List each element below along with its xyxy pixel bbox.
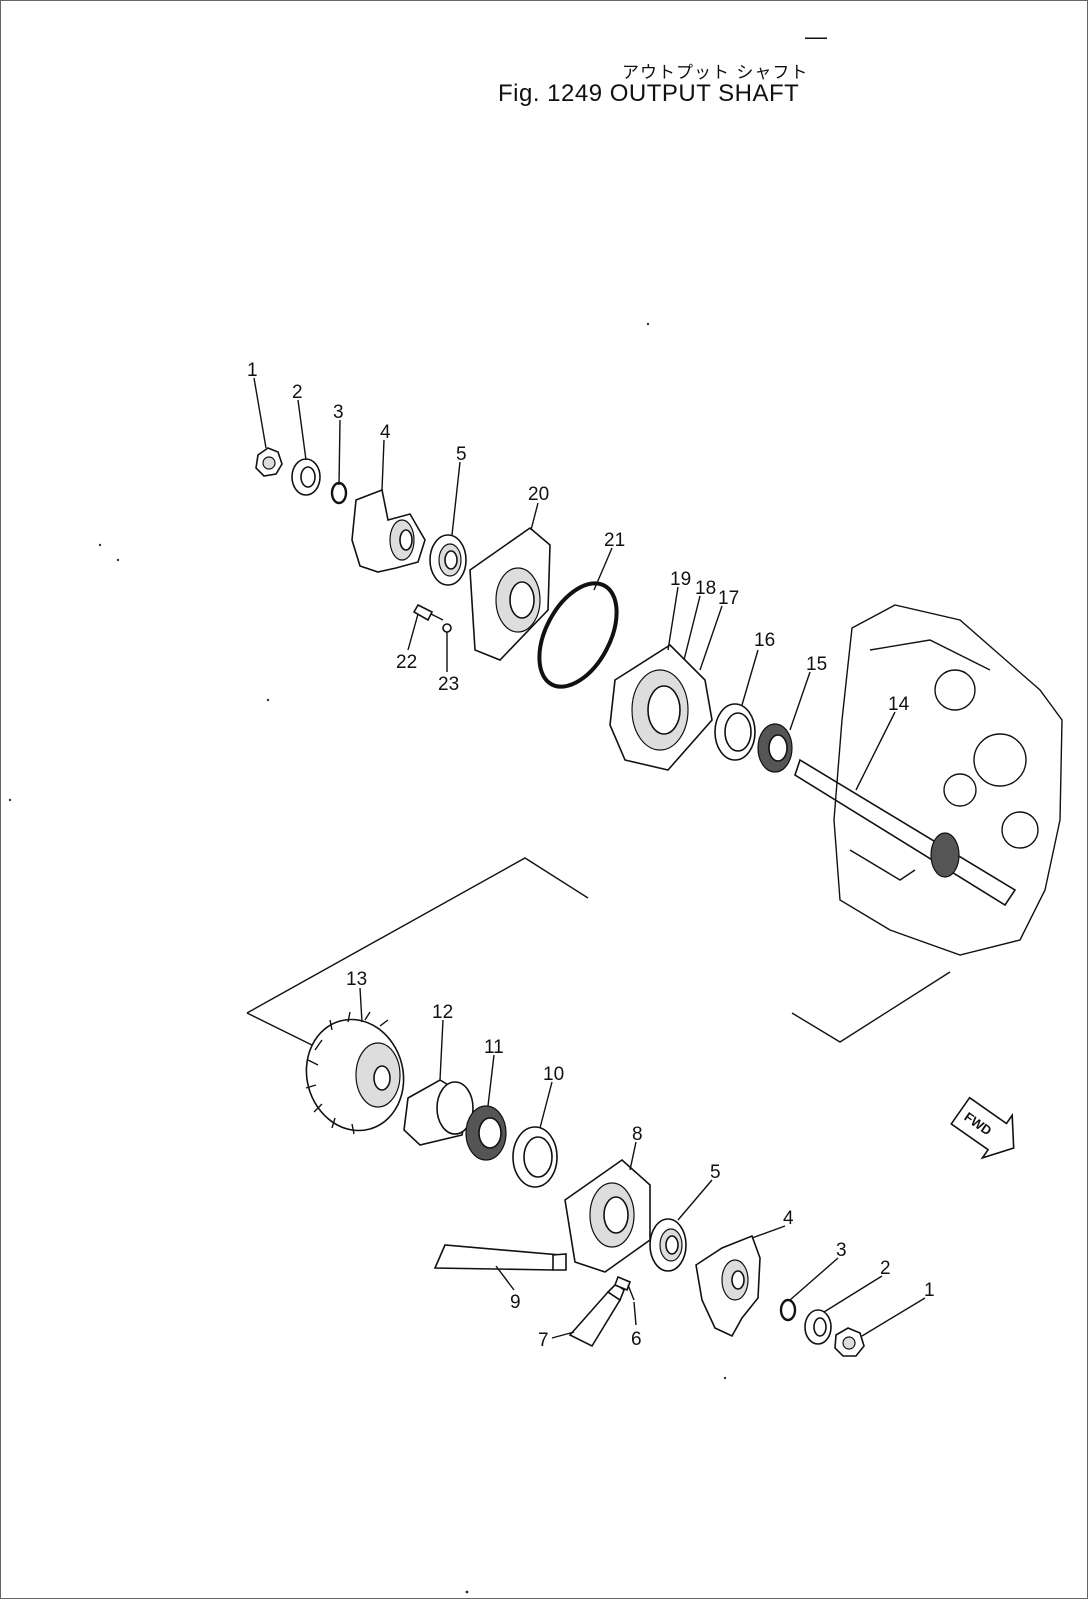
part-11-bearing — [465, 1105, 507, 1161]
part-2-washer-lower — [804, 1309, 832, 1345]
callout-4-lower: 4 — [783, 1208, 794, 1229]
callout-2-lower: 2 — [880, 1258, 891, 1279]
callout-15: 15 — [806, 654, 827, 675]
callout-17: 17 — [718, 588, 739, 609]
leader-22 — [407, 613, 419, 651]
part-21-o-ring — [537, 581, 619, 689]
callout-4-upper: 4 — [380, 422, 391, 443]
scan-specks — [8, 322, 727, 1594]
callout-14: 14 — [888, 694, 910, 715]
part-1-nut-upper — [255, 447, 283, 477]
callout-6: 6 — [631, 1329, 642, 1350]
part-6-bolt — [613, 1275, 635, 1301]
callout-18: 18 — [695, 578, 716, 599]
part-20-cover — [469, 526, 551, 661]
callout-11: 11 — [484, 1037, 504, 1058]
part-19-18-17-retainer — [609, 643, 713, 771]
part-14-output-shaft — [794, 758, 1017, 907]
callout-1-lower: 1 — [924, 1280, 935, 1301]
part-1-nut-lower — [834, 1327, 865, 1357]
part-4-coupling-lower — [695, 1234, 761, 1338]
figure-title-english: Fig. 1249 OUTPUT SHAFT — [498, 80, 800, 107]
callout-3-lower: 3 — [836, 1240, 847, 1261]
part-10-bearing-cup — [512, 1126, 558, 1188]
fwd-arrow-icon: FWD — [950, 1096, 1015, 1160]
callout-12: 12 — [432, 1002, 453, 1023]
callout-13: 13 — [346, 969, 367, 990]
transmission-housing — [833, 604, 1063, 956]
lower-leader-lines — [359, 987, 926, 1339]
part-5-seal-upper — [429, 534, 467, 586]
part-23-washer — [442, 623, 452, 633]
callout-1-upper: 1 — [247, 360, 258, 381]
page-mark: — — [805, 24, 827, 49]
part-13-gear — [305, 1011, 405, 1135]
part-7-sealant — [568, 1282, 625, 1348]
callout-3-upper: 3 — [333, 402, 344, 423]
part-8-cage — [564, 1158, 651, 1273]
callout-20: 20 — [528, 484, 549, 505]
part-4-coupling-upper — [351, 488, 426, 573]
callout-5-lower: 5 — [710, 1162, 721, 1183]
callout-7: 7 — [538, 1330, 549, 1351]
callout-8: 8 — [632, 1124, 643, 1145]
callout-21: 21 — [604, 530, 625, 551]
callout-19: 19 — [670, 569, 691, 590]
callout-9: 9 — [510, 1292, 521, 1313]
part-22-bolt — [412, 603, 444, 622]
part-3-ring-upper — [330, 481, 348, 505]
part-5-seal-lower — [649, 1218, 687, 1272]
callout-2-upper: 2 — [292, 382, 303, 403]
callout-23: 23 — [438, 674, 459, 695]
figure-title-japanese: アウトプット シャフト — [622, 63, 809, 83]
callout-10: 10 — [543, 1064, 564, 1085]
part-15-bearing — [757, 723, 793, 773]
assembly-guide-lines — [246, 857, 951, 1049]
part-2-washer-upper — [291, 458, 321, 496]
upper-leader-lines — [253, 377, 896, 791]
part-3-ring-lower — [779, 1298, 797, 1322]
callout-22: 22 — [396, 652, 417, 673]
callout-16: 16 — [754, 630, 775, 651]
part-9-shim — [433, 1244, 567, 1271]
callout-5-upper: 5 — [456, 444, 467, 465]
part-16-bearing-cup — [714, 703, 756, 761]
part-12-spacer — [403, 1079, 474, 1146]
